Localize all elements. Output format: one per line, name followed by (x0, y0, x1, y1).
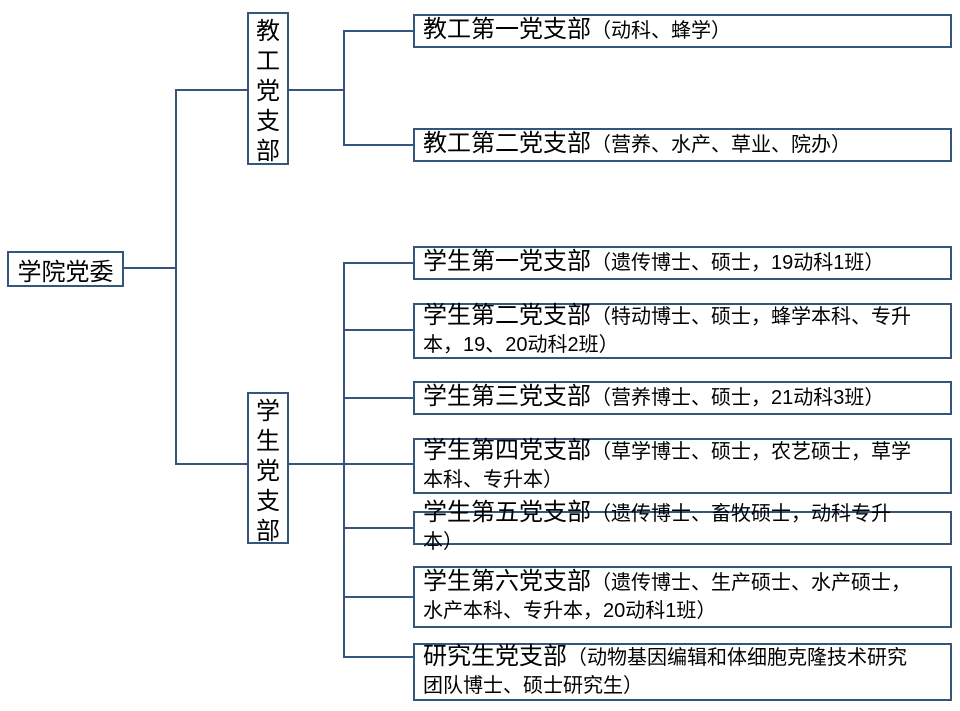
branch-box-student: 学生党支部 (247, 392, 289, 545)
connector-root-feed (124, 267, 177, 269)
leaf-name: 研究生党支部 (423, 643, 567, 670)
connector-branch-leaf-5 (343, 397, 413, 399)
leaf-detail: （遗传博士、畜牧硕士，动科专升本） (423, 503, 891, 553)
branch-label-student: 学生党支部 (256, 398, 280, 545)
connector-left-trunk (175, 89, 177, 465)
connector-student-out (287, 463, 413, 465)
connector-branch-leaf-8 (343, 596, 413, 598)
connector-branch-leaf-1 (343, 30, 413, 32)
root-box: 学院党委 (7, 251, 124, 287)
leaf-detail: （动物基因编辑和体细胞克隆技术研究团队博士、硕士研究生） (423, 647, 907, 697)
leaf-name: 学生第三党支部 (423, 383, 591, 410)
root-label: 学院党委 (17, 258, 114, 286)
leaf-box-student-3: 学生第三党支部（营养博士、硕士，21动科3班） (413, 381, 952, 415)
connector-student-feed (175, 463, 247, 465)
leaf-name: 教工第一党支部 (423, 16, 591, 43)
leaf-name: 学生第四党支部 (423, 437, 591, 464)
connector-branch-leaf-2 (343, 144, 413, 146)
connector-faculty-trunk (343, 30, 345, 146)
leaf-name: 学生第五党支部 (423, 499, 591, 526)
leaf-name: 学生第二党支部 (423, 302, 591, 329)
connector-faculty-out (287, 89, 345, 91)
leaf-box-graduate: 研究生党支部（动物基因编辑和体细胞克隆技术研究团队博士、硕士研究生） (413, 643, 952, 701)
leaf-detail: （营养、水产、草业、院办） (591, 134, 851, 156)
connector-branch-leaf-3 (343, 262, 413, 264)
leaf-name: 教工第二党支部 (423, 130, 591, 157)
leaf-detail: （遗传博士、硕士，19动科1班） (591, 252, 885, 274)
leaf-detail: （草学博士、硕士，农艺硕士，草学本科、专升本） (423, 441, 911, 491)
branch-label-faculty: 教工党支部 (256, 18, 280, 165)
leaf-name: 学生第六党支部 (423, 568, 591, 595)
leaf-detail: （动科、蜂学） (591, 20, 731, 42)
leaf-box-student-4: 学生第四党支部（草学博士、硕士，农艺硕士，草学本科、专升本） (413, 437, 952, 494)
connector-student-trunk (343, 262, 345, 658)
connector-branch-leaf-7 (343, 527, 413, 529)
leaf-box-student-5: 学生第五党支部（遗传博士、畜牧硕士，动科专升本） (413, 499, 952, 553)
branch-box-faculty: 教工党支部 (247, 12, 289, 165)
leaf-box-student-6: 学生第六党支部（遗传博士、生产硕士、水产硕士，水产本科、专升本，20动科1班） (413, 566, 952, 628)
leaf-detail: （遗传博士、生产硕士、水产硕士，水产本科、专升本，20动科1班） (423, 572, 911, 622)
leaf-box-student-2: 学生第二党支部（特动博士、硕士，蜂学本科、专升本，19、20动科2班） (413, 302, 952, 359)
leaf-detail: （营养博士、硕士，21动科3班） (591, 387, 885, 409)
connector-branch-leaf-9 (343, 656, 413, 658)
leaf-box-student-1: 学生第一党支部（遗传博士、硕士，19动科1班） (413, 246, 952, 280)
connector-faculty-feed (175, 89, 247, 91)
leaf-detail: （特动博士、硕士，蜂学本科、专升本，19、20动科2班） (423, 306, 911, 356)
connector-branch-leaf-4 (343, 329, 413, 331)
leaf-box-faculty-2: 教工第二党支部（营养、水产、草业、院办） (413, 128, 952, 162)
leaf-box-faculty-1: 教工第一党支部（动科、蜂学） (413, 14, 952, 48)
leaf-name: 学生第一党支部 (423, 248, 591, 275)
